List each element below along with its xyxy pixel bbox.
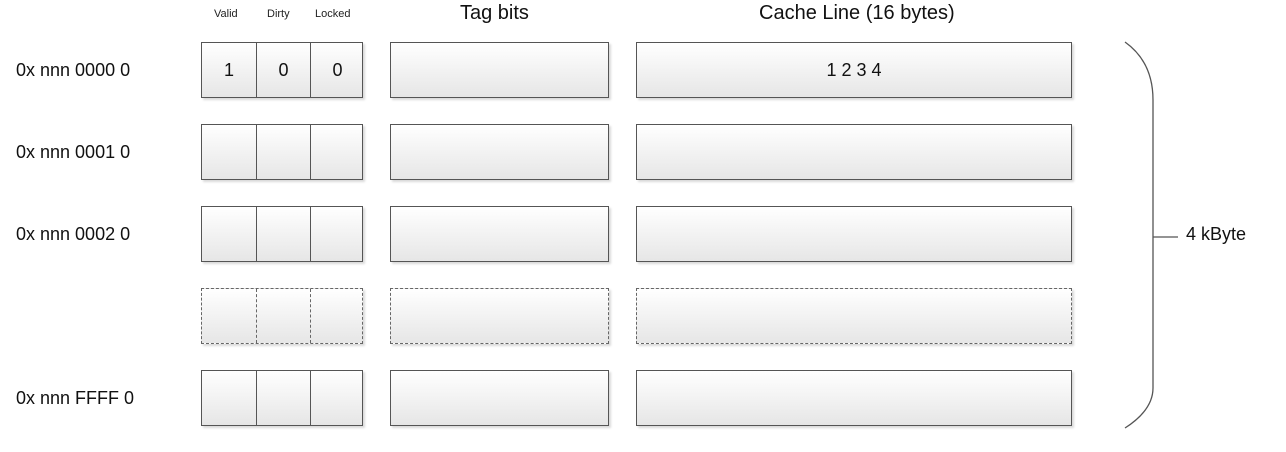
flag-bits	[201, 370, 363, 426]
locked-bit	[310, 207, 364, 261]
tag-bits-box	[390, 124, 609, 180]
cache-line-box	[636, 124, 1072, 180]
tag-bits-box	[390, 206, 609, 262]
cache-line-box: 1 2 3 4	[636, 42, 1072, 98]
tag-bits-header: Tag bits	[460, 2, 529, 24]
locked-bit	[310, 371, 364, 425]
flag-bits	[201, 206, 363, 262]
row-address: 0x nnn 0001 0	[16, 142, 131, 162]
locked-header: Locked	[315, 8, 351, 20]
cache-line-box	[636, 370, 1072, 426]
row-address: 0x nnn 0000 0	[16, 60, 131, 80]
dirty-header: Dirty	[267, 8, 290, 20]
flag-bits	[201, 288, 363, 344]
tag-bits-box	[390, 288, 609, 344]
row-address: 0x nnn 0002 0	[16, 224, 131, 244]
tag-bits-box	[390, 370, 609, 426]
cache-line-box	[636, 288, 1072, 344]
cache-line-box	[636, 206, 1072, 262]
locked-bit: 0	[310, 43, 364, 97]
locked-bit	[310, 125, 364, 179]
total-size-label: 4 kByte	[1186, 224, 1247, 244]
cache-line-header: Cache Line (16 bytes)	[759, 2, 955, 24]
dirty-bit	[256, 289, 310, 343]
flag-bits	[201, 124, 363, 180]
dirty-bit	[256, 125, 310, 179]
flag-bits: 1 0 0	[201, 42, 363, 98]
locked-bit	[310, 289, 364, 343]
valid-header: Valid	[214, 8, 238, 20]
dirty-bit	[256, 207, 310, 261]
tag-bits-box	[390, 42, 609, 98]
row-address: 0x nnn FFFF 0	[16, 388, 135, 408]
dirty-bit	[256, 371, 310, 425]
dirty-bit: 0	[256, 43, 310, 97]
valid-bit: 1	[223, 59, 234, 80]
